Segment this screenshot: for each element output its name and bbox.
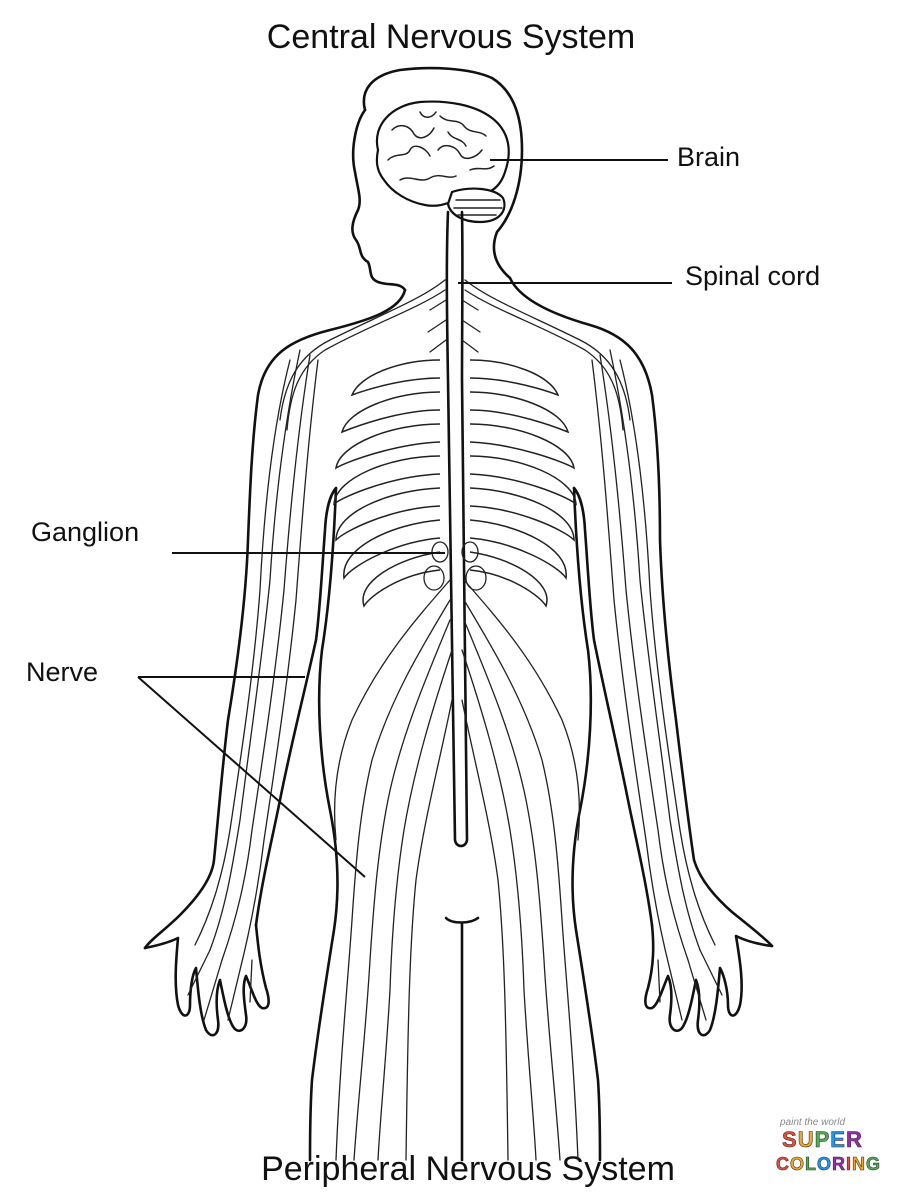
diagram-title-bottom: Peripheral Nervous System bbox=[261, 1150, 675, 1188]
label-spinal-cord: Spinal cord bbox=[685, 261, 820, 291]
nerve-leader-leg bbox=[137, 676, 366, 878]
brain bbox=[375, 100, 510, 224]
leader-lines bbox=[137, 159, 672, 878]
nerve-network bbox=[187, 279, 723, 1161]
body-outline bbox=[143, 66, 774, 1162]
diagram-title-top: Central Nervous System bbox=[267, 18, 635, 56]
label-nerve: Nerve bbox=[26, 657, 98, 687]
label-brain: Brain bbox=[677, 142, 740, 172]
logo-line-1: SUPER bbox=[782, 1127, 863, 1152]
logo-tagline: paint the world bbox=[779, 1117, 845, 1128]
super-coloring-logo: paint the world SUPER COLORING bbox=[776, 1117, 881, 1174]
label-ganglion: Ganglion bbox=[31, 517, 139, 547]
rib-cage bbox=[333, 359, 577, 608]
logo-line-2: COLORING bbox=[776, 1154, 881, 1174]
spinal-cord bbox=[445, 210, 469, 848]
